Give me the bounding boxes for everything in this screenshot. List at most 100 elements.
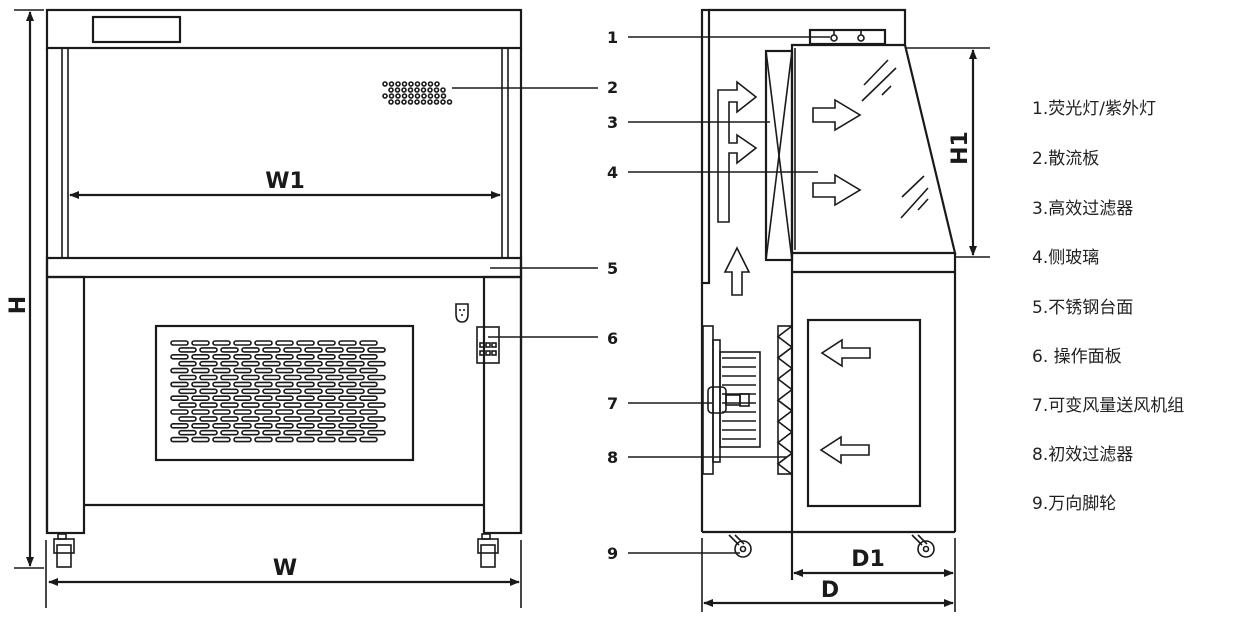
callout-1: 1 [607, 28, 618, 47]
diffuser-hole [388, 93, 395, 99]
grille-slot [254, 340, 273, 346]
grille-slot [346, 360, 365, 367]
dim-W1-label: W1 [265, 169, 305, 194]
grille-slot [170, 353, 189, 360]
grille-slot [170, 381, 189, 388]
grille-slot [199, 416, 218, 422]
front-view: H W W1 [6, 8, 523, 608]
grille-slot [212, 381, 231, 388]
grille-slot [325, 402, 344, 408]
grille-slot [241, 429, 260, 436]
socket-icon [455, 303, 469, 323]
grille-slot [241, 347, 260, 353]
callout-4: 4 [607, 163, 618, 182]
grille-slot [367, 374, 386, 381]
grille-slot [241, 416, 260, 422]
grille-slot [317, 409, 336, 415]
diffuser-hole [414, 87, 420, 93]
grille-slot [212, 353, 231, 360]
grille-slot [254, 353, 273, 360]
control-panel[interactable] [476, 326, 500, 364]
diffuser-hole [427, 99, 433, 105]
grille-slot [359, 422, 378, 429]
grille-slot [170, 422, 189, 429]
grille-slot [170, 340, 189, 346]
grille-slot [359, 340, 378, 346]
grille-slot [212, 436, 231, 443]
diffuser-hole [395, 81, 401, 87]
grille-slot [233, 422, 252, 429]
grille-slot [296, 381, 315, 388]
grille-slot [283, 416, 302, 422]
diffuser-hole [420, 99, 427, 105]
grille-slot [304, 347, 323, 353]
airflow-arrows [717, 80, 871, 465]
diffuser-hole [433, 87, 440, 93]
grille-slot [346, 429, 365, 436]
grille-slot [367, 388, 386, 395]
side-caster-left [728, 534, 752, 558]
grille-slot [254, 395, 273, 402]
diffuser-hole [434, 93, 440, 99]
grille-slot [359, 353, 378, 360]
grille-slot [178, 388, 197, 395]
callout-3: 3 [607, 113, 618, 132]
grille-slot [220, 360, 239, 367]
grille-slot [191, 353, 210, 360]
grille-slot [317, 381, 336, 388]
grille-slot [338, 367, 357, 374]
grille-slot [254, 381, 273, 388]
diffuser-hole [440, 93, 447, 99]
grille-slot [178, 360, 197, 367]
grille-slot [212, 409, 231, 415]
grille-slot [283, 360, 302, 367]
grille-slot [262, 402, 281, 408]
grille-slot [241, 402, 260, 408]
grille-slot [199, 374, 218, 381]
grille-slot [283, 402, 302, 408]
callouts: 1 2 3 4 5 6 7 8 9 [452, 28, 830, 563]
side-view: H1 D1 D [700, 8, 990, 612]
grille-slot [346, 374, 365, 381]
callout-6: 6 [607, 329, 618, 348]
grille-slot [191, 409, 210, 415]
grille-slot [283, 347, 302, 353]
top-header [45, 8, 523, 50]
diffuser-hole [401, 99, 407, 105]
diffuser-hole [421, 81, 427, 87]
right-post [501, 47, 509, 259]
left-post [61, 47, 69, 259]
grille-slot [359, 409, 378, 415]
grille-slot [338, 381, 357, 388]
callout-5: 5 [607, 259, 618, 278]
grille-slot [233, 340, 252, 346]
legend-item-7: 7.可变风量送风机组 [1032, 396, 1185, 416]
grille-slot [254, 422, 273, 429]
grille-slot [317, 340, 336, 346]
grille-slot [304, 416, 323, 422]
grille-slot [359, 381, 378, 388]
grille-slot [296, 436, 315, 443]
grille-slot [262, 347, 281, 353]
diffuser-hole [414, 81, 421, 87]
grille-slot [296, 367, 315, 374]
grille-slot [241, 360, 260, 367]
grille-slot [191, 367, 210, 374]
grille-slot [220, 347, 239, 353]
diffuser-hole [394, 87, 401, 93]
grille-slot [191, 340, 210, 346]
grille-slot [199, 347, 218, 353]
grille-slot [275, 340, 294, 346]
grille-slot [275, 353, 294, 360]
grille-slot [317, 422, 336, 429]
grille-slot [178, 429, 197, 436]
diffuser-plate-holes [382, 81, 453, 105]
grille-slot [304, 374, 323, 381]
grille-slot [275, 381, 294, 388]
grille-slot [262, 360, 281, 367]
legend-item-5: 5.不锈钢台面 [1032, 298, 1134, 318]
grille-slot [275, 422, 294, 429]
grille-slot [346, 416, 365, 422]
diffuser-hole [388, 87, 394, 93]
diffuser-hole [434, 81, 440, 87]
